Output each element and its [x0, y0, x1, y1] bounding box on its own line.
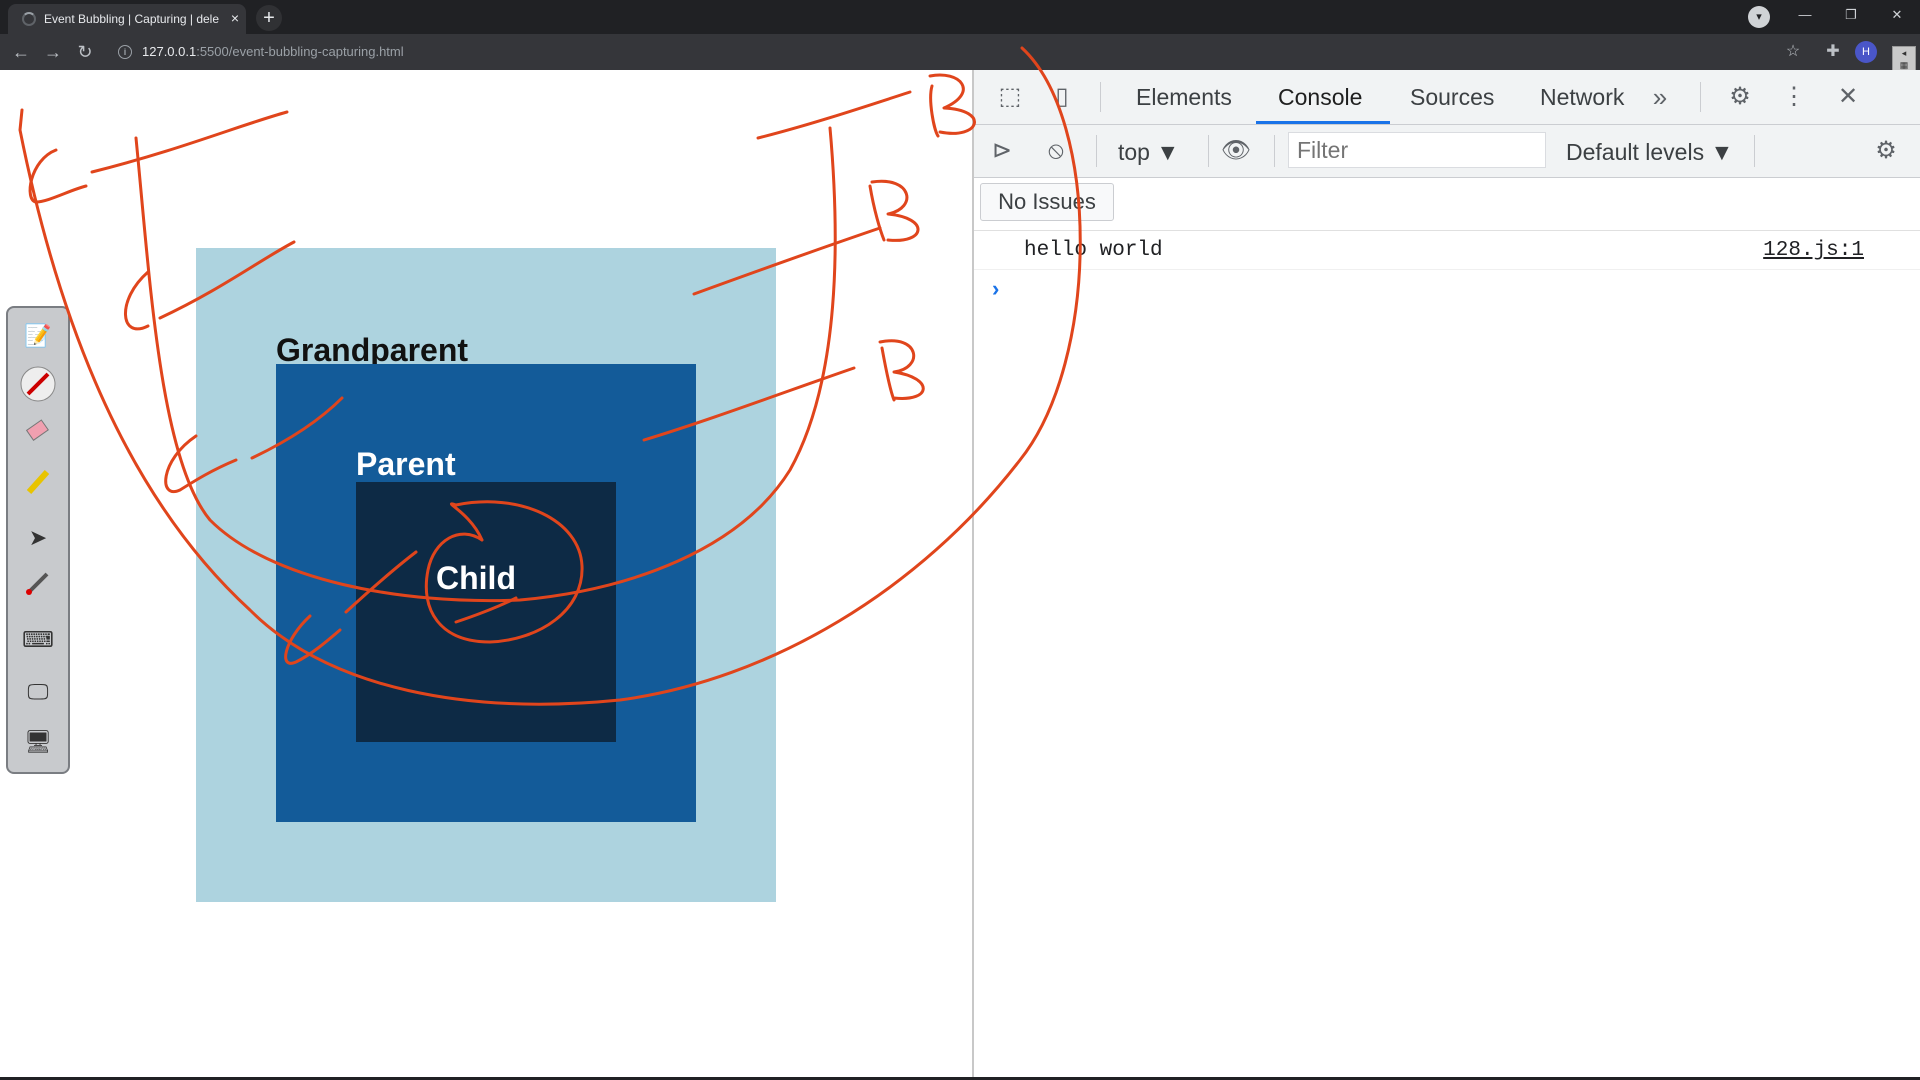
issues-button[interactable]: No Issues	[980, 183, 1114, 221]
kebab-menu-icon[interactable]: ⋮	[1782, 83, 1806, 110]
tab-network[interactable]: Network	[1540, 84, 1625, 110]
browser-toolbar: ← → ↻ i 127.0.0.1:5500/event-bubbling-ca…	[0, 34, 1920, 70]
more-tabs-icon[interactable]: »	[1652, 82, 1668, 112]
back-icon[interactable]: ←	[12, 42, 30, 62]
eraser-icon[interactable]	[18, 416, 58, 456]
extensions-puzzle-icon[interactable]: ✚	[1826, 43, 1840, 60]
red-pen-icon[interactable]	[18, 366, 58, 406]
settings-gear-icon[interactable]: ⚙	[1729, 83, 1751, 110]
minimize-icon[interactable]: —	[1798, 7, 1812, 22]
console-toolbar: ⊳ ⦸ top ▼ 👁 Default levels ▼ ⚙	[974, 125, 1920, 178]
url-text: 127.0.0.1:5500/event-bubbling-capturing.…	[142, 44, 404, 59]
console-settings-gear-icon[interactable]: ⚙	[1875, 137, 1897, 164]
tab-close-icon[interactable]: ×	[230, 10, 240, 26]
active-tab-indicator	[1256, 121, 1390, 124]
issues-bar: No Issues	[974, 178, 1920, 231]
grandparent-box[interactable]: Grandparent Parent Child	[196, 248, 776, 902]
highlighter-icon[interactable]	[18, 466, 58, 506]
restore-icon[interactable]: ❐	[1845, 7, 1857, 22]
tab-console[interactable]: Console	[1278, 84, 1363, 110]
site-info-icon[interactable]: i	[118, 45, 132, 59]
loading-favicon-icon	[22, 12, 36, 26]
browser-tab[interactable]: Event Bubbling | Capturing | dele ×	[8, 4, 246, 34]
screen-icon[interactable]: 🖵	[27, 679, 49, 704]
divider	[1700, 82, 1701, 112]
divider	[1100, 82, 1101, 112]
devtools-tab-bar: ⬚ ▯ Elements Console Sources Network » ⚙…	[974, 70, 1920, 125]
keyboard-icon[interactable]: ⌨	[22, 627, 54, 652]
console-filter-input[interactable]	[1288, 132, 1546, 168]
tab-strip: Event Bubbling | Capturing | dele × + ▾ …	[0, 0, 1920, 34]
log-levels-dropdown[interactable]: Default levels ▼	[1566, 139, 1734, 165]
divider	[1274, 135, 1275, 167]
inspect-element-icon[interactable]: ⬚	[998, 83, 1022, 110]
annotation-toolbar: 📝 ➤ ⌨ 🖵 🖥	[6, 306, 70, 774]
close-devtools-icon[interactable]: ✕	[1837, 83, 1859, 110]
device-toolbar-icon[interactable]: ▯	[1055, 83, 1069, 110]
divider	[1208, 135, 1209, 167]
log-source-link[interactable]: 128.js:1	[1763, 239, 1864, 262]
pointer-icon[interactable]: ➤	[28, 525, 48, 550]
tab-sources[interactable]: Sources	[1410, 84, 1495, 110]
bookmark-star-icon[interactable]: ☆	[1785, 43, 1801, 60]
forward-icon[interactable]: →	[44, 42, 62, 62]
desktop-icon[interactable]: 🖥	[24, 729, 52, 754]
profile-avatar[interactable]: H	[1855, 41, 1877, 63]
page-viewport: Grandparent Parent Child 📝 ➤ ⌨ 🖵 🖥	[0, 70, 972, 1080]
console-log-row: hello world 128.js:1	[974, 231, 1920, 270]
child-box[interactable]: Child	[356, 482, 616, 742]
devtools-panel: ⬚ ▯ Elements Console Sources Network » ⚙…	[972, 70, 1920, 1080]
window-close-icon[interactable]: ✕	[1891, 7, 1903, 22]
laser-pen-icon[interactable]	[18, 568, 58, 608]
divider	[1754, 135, 1755, 167]
parent-box[interactable]: Parent Child	[276, 364, 696, 822]
console-prompt-icon[interactable]: ›	[992, 276, 1000, 301]
parent-label: Parent	[356, 446, 456, 482]
context-selector[interactable]: top ▼	[1118, 139, 1180, 165]
sidebar-toggle-icon[interactable]: ⊳	[991, 137, 1013, 164]
new-tab-button[interactable]: +	[256, 5, 282, 31]
clear-console-icon[interactable]: ⦸	[1048, 137, 1064, 164]
screen-bottom-edge	[0, 1077, 1920, 1080]
child-label: Child	[436, 560, 516, 596]
tab-title: Event Bubbling | Capturing | dele	[44, 12, 220, 26]
live-expression-eye-icon[interactable]: 👁	[1220, 137, 1252, 164]
divider	[1096, 135, 1097, 167]
log-message: hello world	[1024, 239, 1163, 262]
address-bar[interactable]: i 127.0.0.1:5500/event-bubbling-capturin…	[108, 39, 1808, 65]
tab-search-icon[interactable]: ▾	[1748, 6, 1770, 28]
reload-icon[interactable]: ↻	[77, 42, 93, 62]
pen-tablet-icon[interactable]: 📝	[24, 323, 52, 348]
tab-elements[interactable]: Elements	[1136, 84, 1232, 110]
